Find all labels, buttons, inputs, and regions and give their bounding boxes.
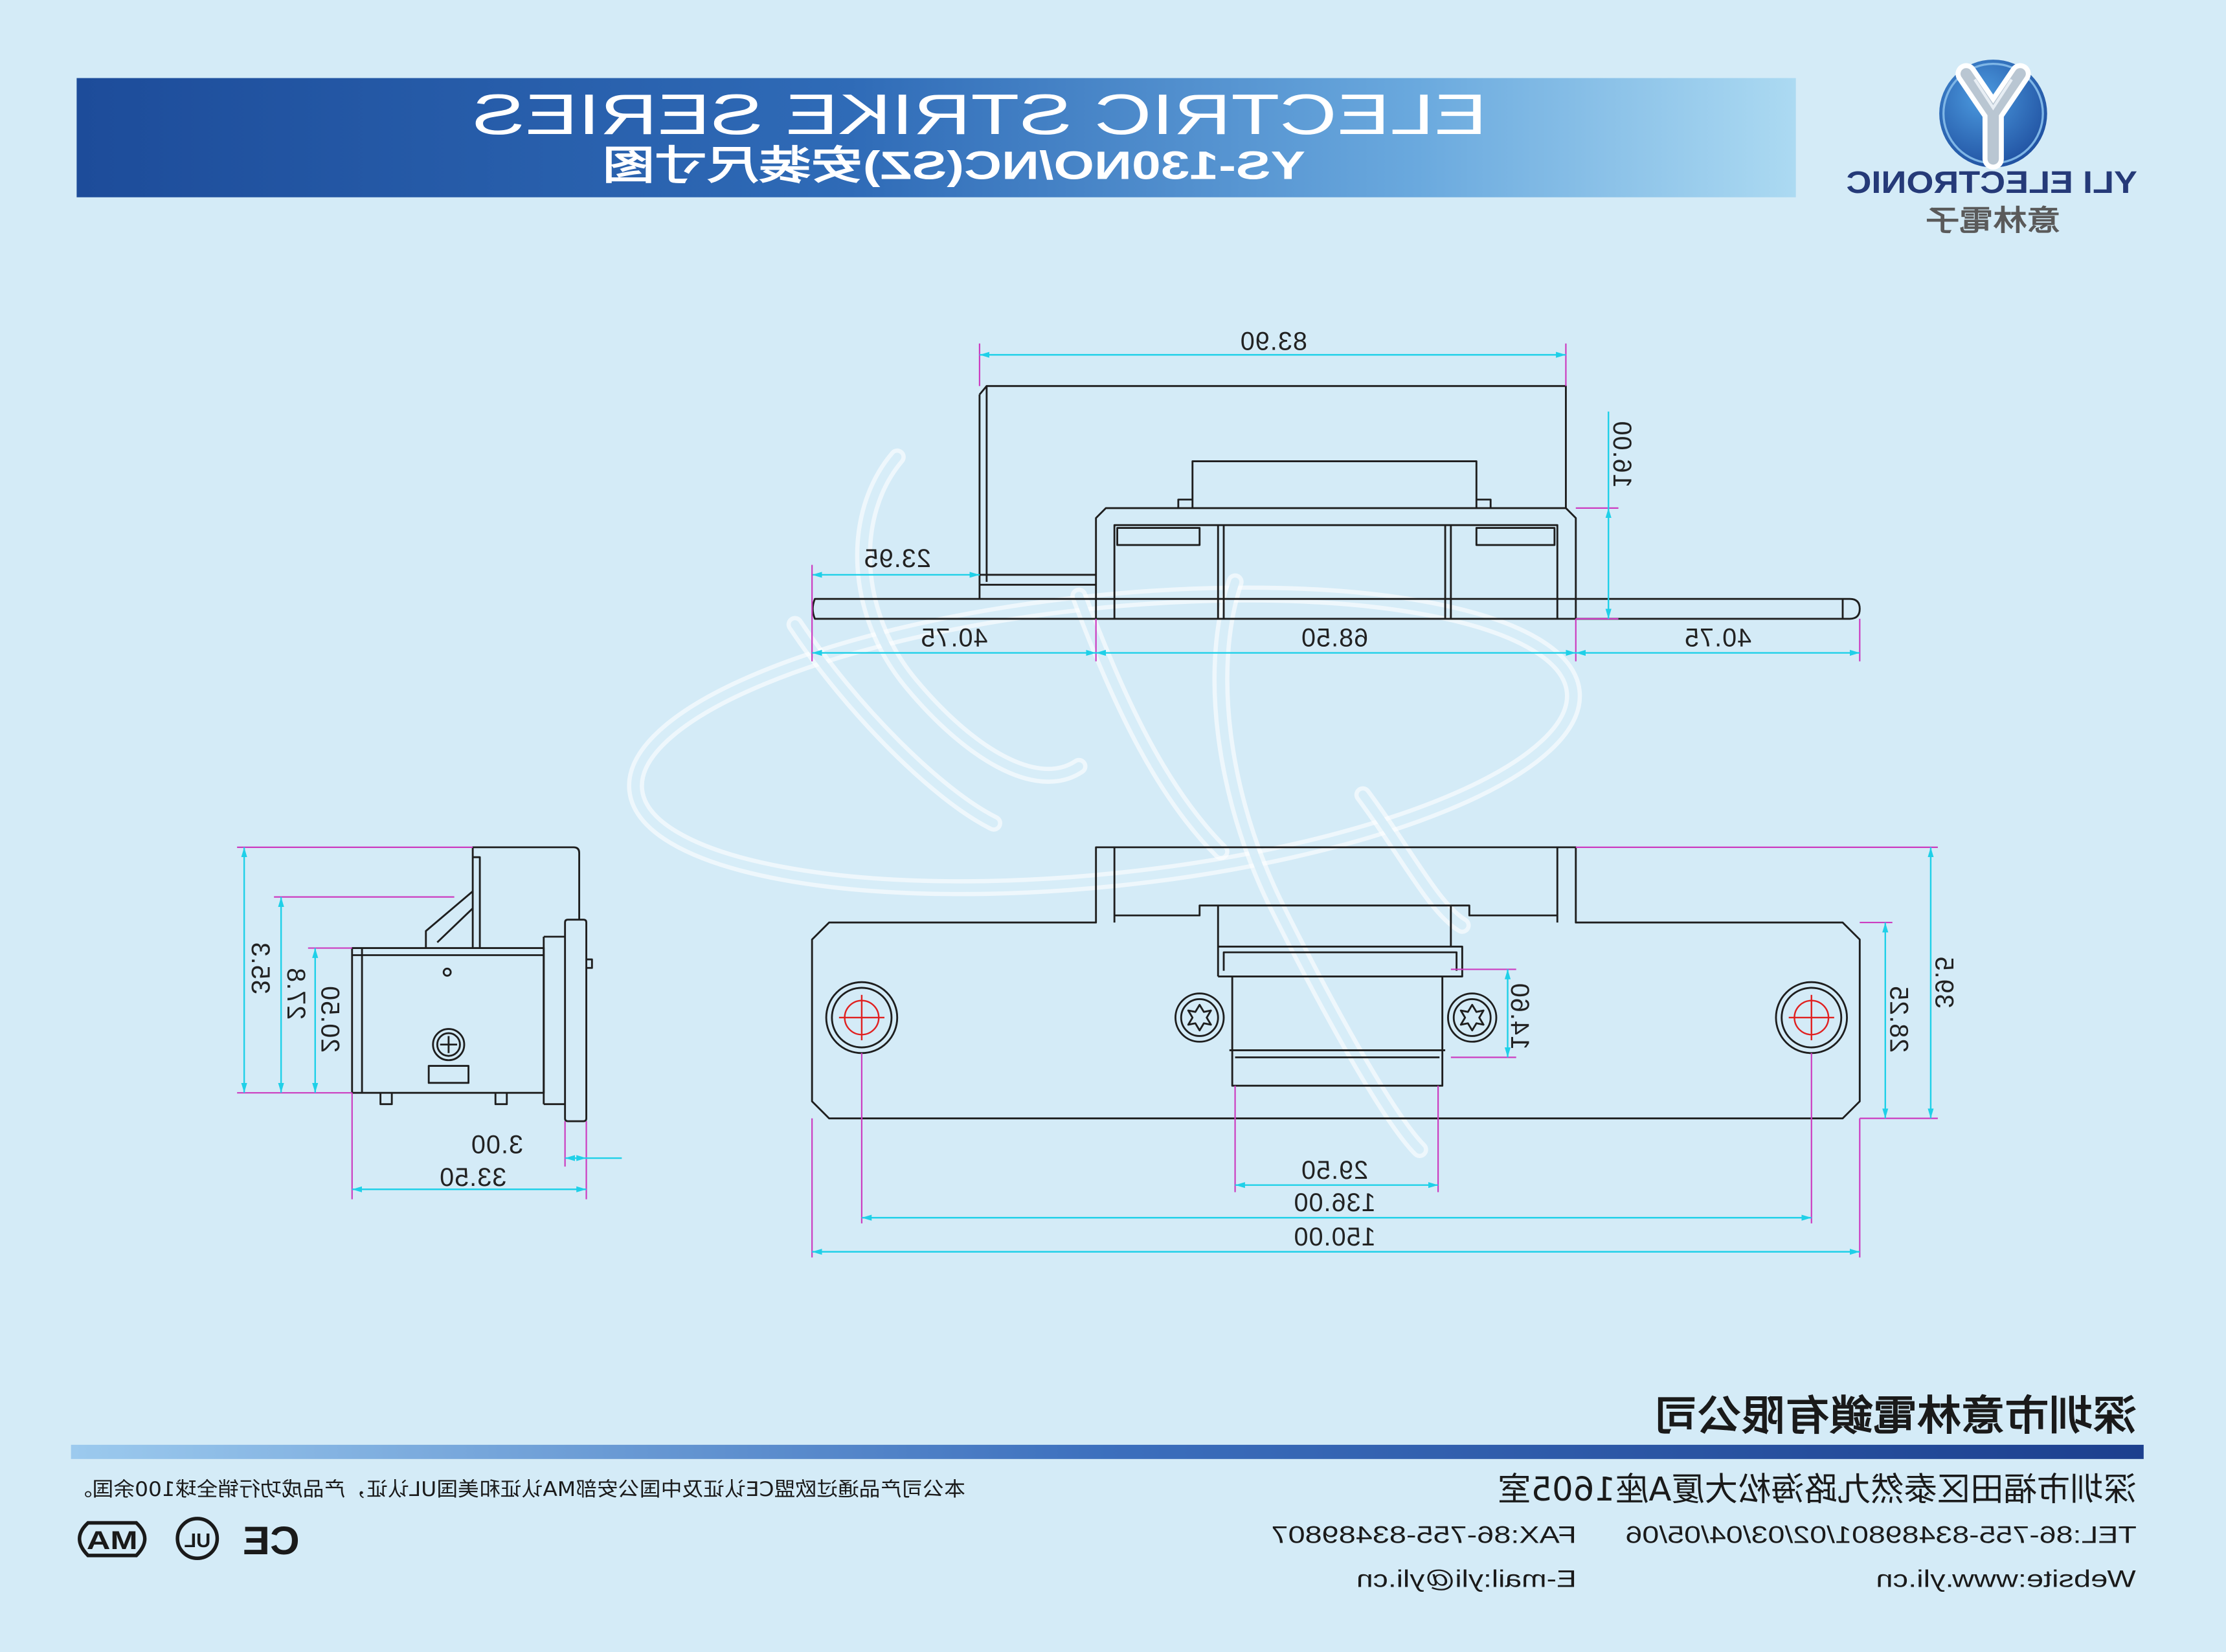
dim-overall-length: 83.90 <box>1240 327 1307 355</box>
ma-cert-label: MA <box>87 1526 138 1555</box>
dim-hole-spacing: 136.00 <box>1293 1189 1375 1217</box>
dim-housing-width: 68.50 <box>1301 624 1368 653</box>
contact-website: Website:www.yli.cn <box>1876 1565 2136 1592</box>
side-elevation-view: 83.90 16.00 23.95 40.75 68.50 40.75 <box>811 327 1861 662</box>
brand-name-en: YLI ELECTRONIC <box>1846 165 2137 200</box>
front-ext-lines <box>811 846 1938 1258</box>
front-view: 39.5 28.25 14.60 29.50 136.00 150.00 <box>811 846 1959 1258</box>
end-slope <box>425 890 474 948</box>
dim-mid-height: 27.8 <box>282 967 310 1020</box>
housing-tabs <box>1116 527 1556 546</box>
dim-height: 16.00 <box>1608 420 1636 487</box>
ce-cert-label: CE <box>243 1519 300 1563</box>
ul-cert-label: UL <box>184 1529 210 1552</box>
end-ext-lines <box>237 846 587 1200</box>
front-plate-outline <box>811 846 1861 1120</box>
terminal-screw-icon <box>432 1028 466 1062</box>
torx-screw-right-icon <box>1447 992 1498 1043</box>
end-face-plate <box>564 919 593 1122</box>
pilot-hole <box>442 967 452 977</box>
footer: 深圳市意林電鎖有限公司 本公司产品通过欧盟CE认证及中国公安部MA认证和美国UL… <box>71 1392 2144 1592</box>
model-subtitle: YS-130NO/NC(SZ)安装尺寸图 <box>603 143 1305 188</box>
contact-email: E-mail:yli@yli.cn <box>1356 1565 1577 1592</box>
terminal-block <box>427 1065 469 1084</box>
dim-overall-height: 35.3 <box>246 942 275 994</box>
company-address: 深圳市福田区泰然九路海松大厦A座1605室 <box>1498 1470 2137 1508</box>
dim-plate-face-height: 28.25 <box>1884 985 1913 1053</box>
housing-outline <box>1095 507 1577 619</box>
company-name: 深圳市意林電鎖有限公司 <box>1654 1392 2136 1440</box>
dim-body-offset: 23.95 <box>864 544 931 573</box>
footer-divider-bar <box>71 1444 2144 1459</box>
ce-cert-icon: CE <box>243 1519 300 1563</box>
body-shell <box>978 385 1567 599</box>
end-body <box>351 947 545 1094</box>
dim-depth: 33.50 <box>439 1163 506 1192</box>
end-top-block <box>471 846 581 948</box>
dim-plate-length: 150.00 <box>1293 1223 1375 1251</box>
front-housing-lines <box>1113 847 1558 923</box>
yli-y-logo-icon <box>1939 60 2047 170</box>
ext-lines-bottom <box>811 564 1861 662</box>
ext-lines-top <box>978 343 1567 386</box>
keeper-latch <box>1229 976 1446 1087</box>
dim-keeper-width: 29.50 <box>1301 1156 1368 1185</box>
certification-note: 本公司产品通过欧盟CE认证及中国公安部MA认证和美国UL认证，产品成功行销全球1… <box>71 1479 965 1501</box>
contact-tel: TEL:86-755-83489801/02/03/04/05/06 <box>1626 1521 2137 1548</box>
dim-body-height: 20.50 <box>316 985 344 1053</box>
contact-fax: FAX:86-755-83489807 <box>1271 1521 1576 1548</box>
raised-block <box>1177 460 1492 508</box>
dim-plate-height: 39.5 <box>1930 956 1959 1009</box>
dim-right-plate: 40.75 <box>1684 624 1751 653</box>
end-view: 35.3 27.8 20.50 3.00 33.50 <box>237 846 622 1200</box>
keeper-head <box>1217 905 1463 977</box>
brand-logo: YLI ELECTRONIC 意林電子 <box>1846 60 2137 238</box>
keeper-profile <box>1217 525 1452 619</box>
series-title: ELECTRIC STRIKE SERIES <box>472 83 1487 146</box>
dim-keeper-height: 14.60 <box>1505 983 1534 1050</box>
face-plate-edge <box>811 597 1861 620</box>
ma-cert-icon: MA <box>78 1521 147 1557</box>
brand-name-cn: 意林電子 <box>1926 205 2060 238</box>
mounting-hole-right-icon <box>1775 981 1849 1055</box>
dim-left-plate: 40.75 <box>920 624 987 653</box>
dim-plate-thickness: 3.00 <box>471 1130 523 1159</box>
header-banner: ELECTRIC STRIKE SERIES YS-130NO/NC(SZ)安装… <box>76 78 1796 197</box>
ul-cert-icon: UL <box>175 1517 219 1561</box>
banner-bar <box>76 78 1796 197</box>
yli-watermark <box>627 448 1582 1159</box>
terminal-pins <box>379 1093 508 1106</box>
torx-screw-left-icon <box>1175 992 1225 1043</box>
